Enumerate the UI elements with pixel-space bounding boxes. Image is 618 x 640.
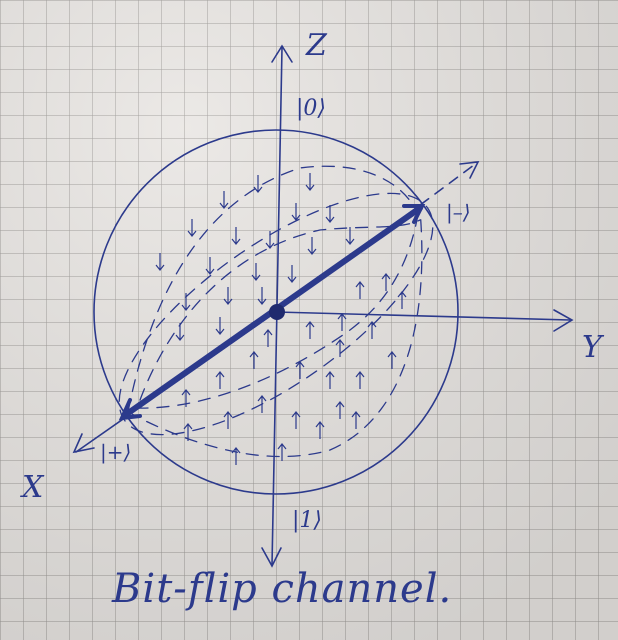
flow-arrow-icon [325, 205, 335, 223]
flow-arrow-icon [325, 371, 335, 389]
flow-arrow-icon [231, 227, 241, 245]
x-axis-arrow [72, 433, 95, 454]
sphere-outline [93, 129, 459, 495]
axis-z-label: Z [306, 28, 327, 63]
flow-arrow-icon [315, 421, 325, 439]
flow-arrow-icon [215, 371, 225, 389]
axis-y-label: Y [582, 330, 602, 365]
flow-arrow-icon [305, 321, 315, 339]
flow-arrow-icon [335, 401, 345, 419]
flow-arrow-icon [251, 263, 261, 281]
flow-arrow-icon [381, 273, 391, 291]
flow-arrow-icon [387, 351, 397, 369]
flow-arrow-icon [367, 321, 377, 339]
flow-arrow-icon [219, 191, 229, 209]
flow-arrow-icon [277, 443, 287, 461]
flow-arrow-icon [337, 313, 347, 331]
flow-arrow-icon [295, 361, 305, 379]
flow-arrow-icon [335, 339, 345, 357]
flow-arrow-icon [263, 329, 273, 347]
flow-arrow-icon [307, 237, 317, 255]
flow-arrow-icon [265, 231, 275, 249]
flow-arrow-icon [215, 317, 225, 335]
origin-dot [269, 304, 285, 320]
flow-arrow-icon [231, 447, 241, 465]
flow-arrow-icon [155, 253, 165, 271]
flow-arrow-icon [175, 323, 185, 341]
flow-arrow-icon [287, 265, 297, 283]
y-axis [275, 311, 571, 321]
flow-arrow-icon [223, 287, 233, 305]
flow-arrows-up [181, 273, 407, 465]
flow-arrow-icon [183, 423, 193, 441]
flow-arrow-icon [305, 173, 315, 191]
flow-arrow-icon [351, 411, 361, 429]
z-axis-arrow [271, 44, 293, 63]
flow-arrow-icon [223, 411, 233, 429]
flow-arrow-icon [187, 219, 197, 237]
ket-minus-label: |–⟩ [446, 200, 471, 224]
flow-arrow-icon [257, 287, 267, 305]
flow-arrow-icon [249, 351, 259, 369]
ket-one-label: |1⟩ [292, 508, 322, 533]
axis-x-label: X [22, 470, 44, 505]
flow-arrow-icon [257, 395, 267, 413]
flow-arrow-icon [397, 291, 407, 309]
flow-arrow-icon [181, 293, 191, 311]
flow-arrow-icon [181, 389, 191, 407]
flow-arrow-icon [253, 175, 263, 193]
flow-arrow-icon [355, 281, 365, 299]
flow-arrow-icon [291, 203, 301, 221]
minus-z-arrow [261, 547, 282, 568]
flow-arrow-icon [345, 227, 355, 245]
flow-arrow-icon [291, 411, 301, 429]
y-axis-arrow [553, 309, 574, 332]
flow-arrows-down [155, 173, 355, 341]
flow-arrow-icon [205, 257, 215, 275]
ellipsoid-dashed [118, 165, 434, 458]
diagram-caption: Bit-flip channel. [112, 566, 453, 612]
flow-arrow-icon [355, 371, 365, 389]
ket-zero-label: |0⟩ [296, 96, 326, 121]
ket-plus-label: |+⟩ [100, 440, 132, 464]
